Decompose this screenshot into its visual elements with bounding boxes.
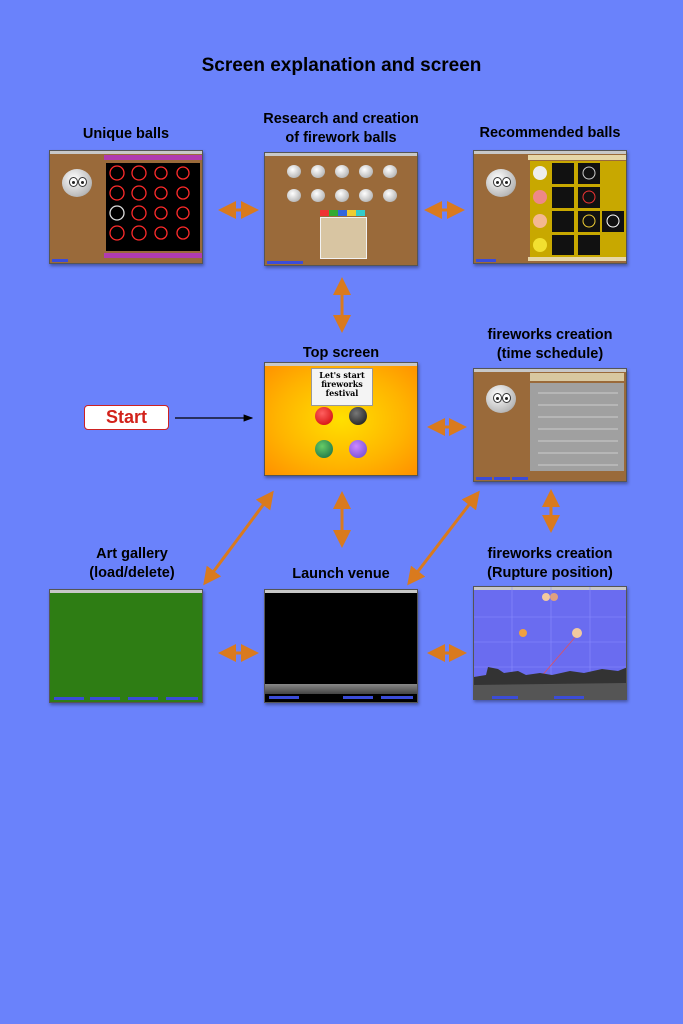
- black-ball-icon[interactable]: [349, 407, 367, 425]
- page-title: Screen explanation and screen: [201, 55, 482, 76]
- screen-time-schedule[interactable]: [473, 368, 627, 482]
- start-button[interactable]: Start: [84, 405, 169, 430]
- label-recommended-balls: Recommended balls: [479, 125, 621, 141]
- screen-art-gallery[interactable]: [49, 589, 203, 703]
- screen-rupture-position[interactable]: [473, 586, 627, 700]
- label-rupture-position: fireworks creation (Rupture position): [487, 546, 613, 581]
- screen-unique-balls[interactable]: [49, 150, 203, 264]
- label-top-screen: Top screen: [302, 345, 380, 361]
- screen-launch-venue[interactable]: [264, 589, 418, 703]
- banner-line1: Let's start: [319, 370, 365, 380]
- arrow-schedule-launch: [407, 490, 480, 586]
- label-launch-venue: Launch venue: [292, 566, 390, 582]
- label-art-gallery: Art gallery (load/delete): [89, 546, 175, 581]
- label-time-schedule: fireworks creation (time schedule): [487, 327, 613, 362]
- banner-line2: fireworks: [321, 379, 363, 389]
- screen-recommended-balls[interactable]: [473, 150, 627, 264]
- screen-top-screen[interactable]: Let's start fireworks festival: [264, 362, 418, 476]
- arrow-top-gallery: [203, 490, 274, 586]
- banner-line3: festival: [325, 388, 359, 398]
- purple-ball-icon[interactable]: [349, 440, 367, 458]
- red-ball-icon[interactable]: [315, 407, 333, 425]
- screen-research-creation[interactable]: [264, 152, 418, 266]
- label-research-creation: Research and creation of firework balls: [263, 111, 419, 146]
- green-ball-icon[interactable]: [315, 440, 333, 458]
- label-unique-balls: Unique balls: [82, 126, 170, 142]
